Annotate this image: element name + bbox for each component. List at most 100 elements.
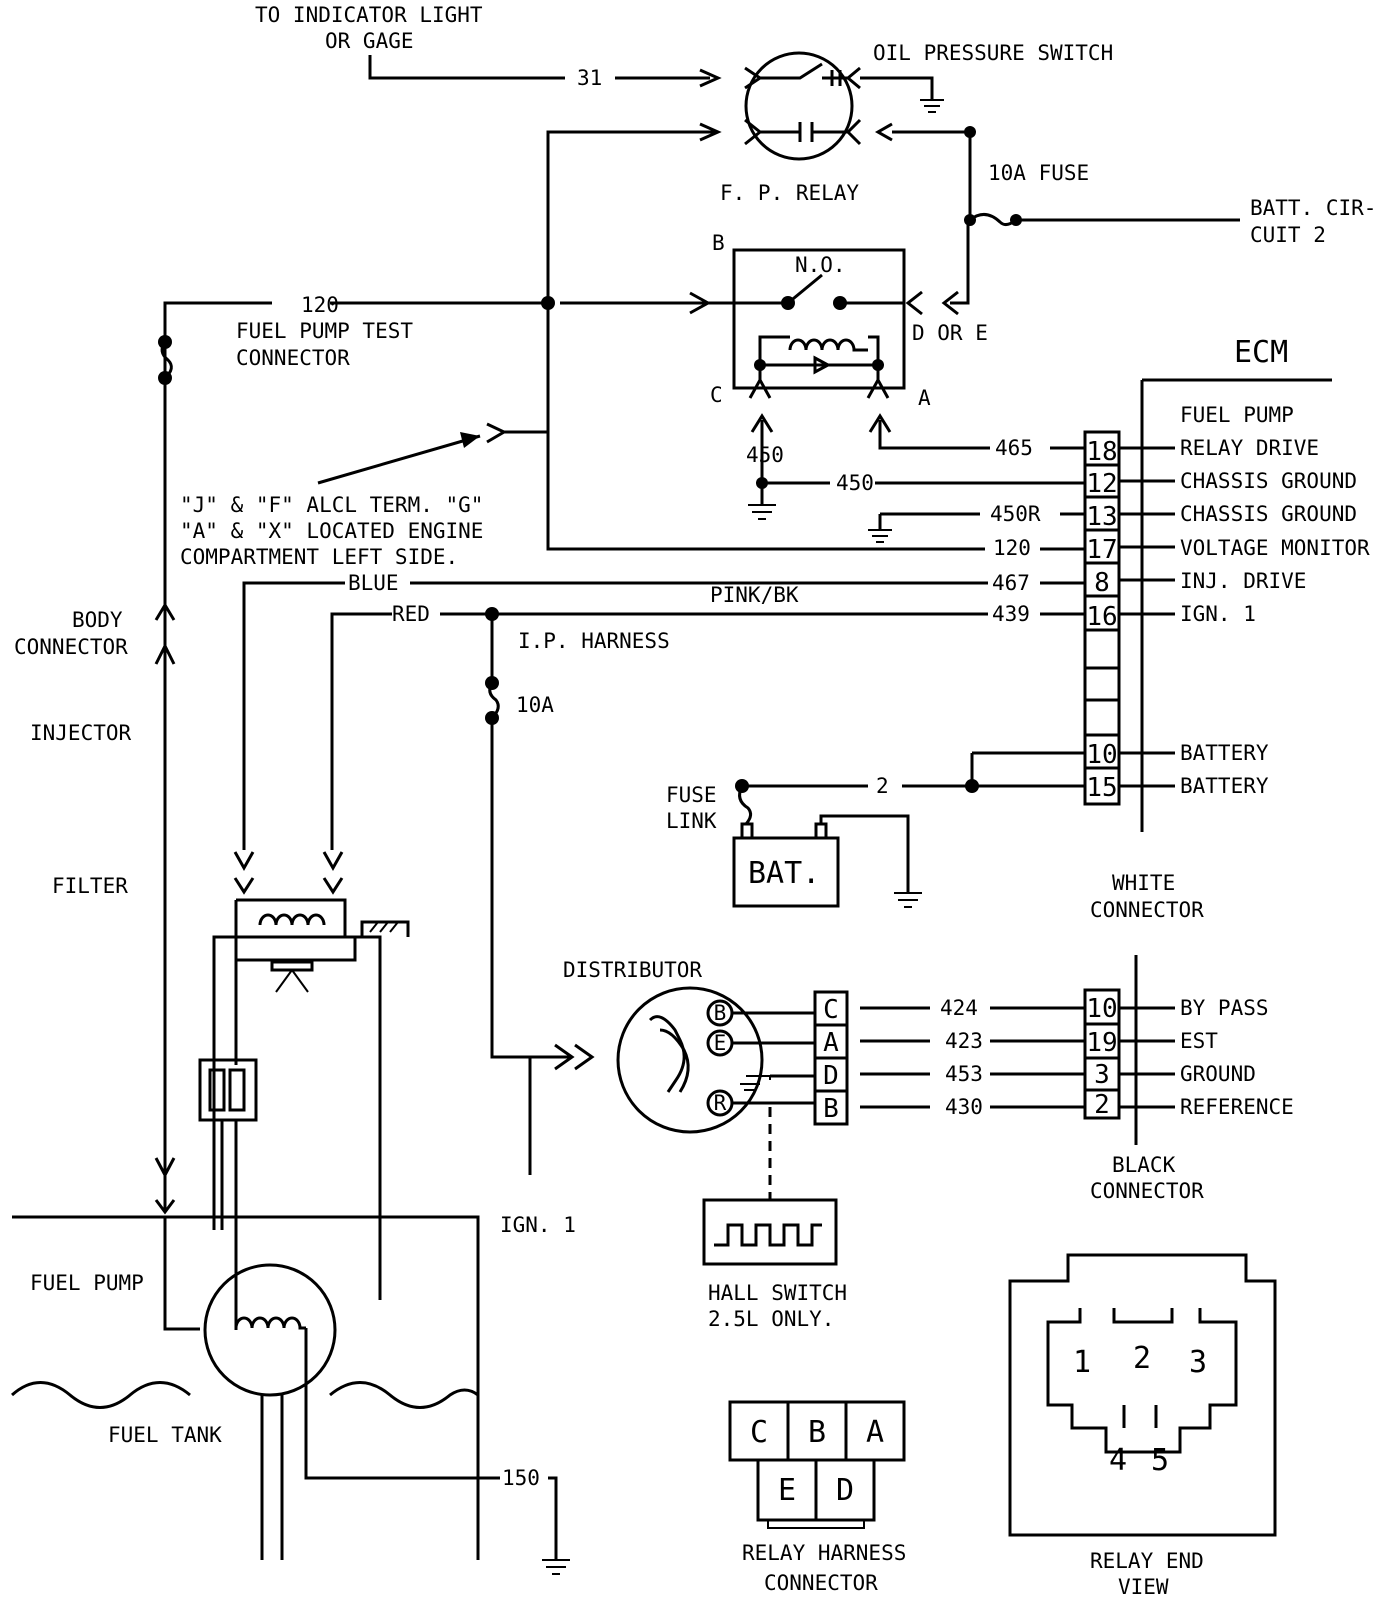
fuel-pump-test-connector-label-2: CONNECTOR xyxy=(236,346,350,370)
ecm-label: ECM xyxy=(1234,335,1288,370)
relay-end-pin-2: 2 xyxy=(1133,1341,1151,1376)
relay-harness-connector-label: RELAY HARNESS xyxy=(742,1541,906,1565)
relay-end-view: 1 2 3 4 5 xyxy=(1008,1253,1277,1537)
wire-2-label: 2 xyxy=(876,774,889,798)
ecm-func-chassis-ground-1: CHASSIS GROUND xyxy=(1180,469,1357,493)
hall-switch xyxy=(702,1198,838,1266)
dist-conn-c: C xyxy=(823,995,839,1025)
fp-relay-label: F. P. RELAY xyxy=(720,181,859,205)
hall-switch-label: HALL SWITCH xyxy=(708,1281,847,1305)
wire-150-label: 150 xyxy=(502,1466,540,1490)
battery-label: BAT. xyxy=(748,856,820,891)
relay-harness-connector-label-2: CONNECTOR xyxy=(764,1571,878,1595)
ecm-pin-13: 13 xyxy=(1086,502,1117,532)
black-connector-label: BLACK xyxy=(1112,1153,1176,1177)
alcl-note-line-3: COMPARTMENT LEFT SIDE. xyxy=(180,545,458,569)
ecm-black-pin-3: 3 xyxy=(1094,1060,1110,1090)
rhc-pin-b: B xyxy=(808,1415,826,1450)
ecm-pin-18: 18 xyxy=(1086,437,1117,467)
distributor-label: DISTRIBUTOR xyxy=(563,958,702,982)
fuel-pump-test-connector-label: FUEL PUMP TEST xyxy=(236,319,413,343)
ecm-func-fuel-pump: FUEL PUMP xyxy=(1180,403,1294,427)
pink-bk-label: PINK/BK xyxy=(710,583,799,607)
wire-120-top-label: 120 xyxy=(301,293,339,317)
filter-label: FILTER xyxy=(52,874,128,898)
wire-450r-label: 450R xyxy=(990,502,1041,526)
relay-end-pin-3: 3 xyxy=(1189,1345,1207,1380)
ecm-func-ground: GROUND xyxy=(1180,1062,1256,1086)
relay-end-view-label-2: VIEW xyxy=(1118,1575,1169,1598)
white-connector-label: WHITE xyxy=(1112,871,1175,895)
distributor: B E R xyxy=(616,986,815,1134)
dist-pin-e: E xyxy=(714,1031,727,1055)
ecm-black-pin-19: 19 xyxy=(1086,1028,1117,1058)
wire-31-label: 31 xyxy=(577,66,602,90)
10a-fuse-label: 10A FUSE xyxy=(988,161,1089,185)
indicator-label-2: OR GAGE xyxy=(325,29,414,53)
wire-424-label: 424 xyxy=(940,996,978,1020)
ecm-white-connector xyxy=(1083,430,1121,806)
relay-end-pin-5: 5 xyxy=(1151,1443,1169,1478)
relay-end-pin-1: 1 xyxy=(1073,1345,1091,1380)
alcl-note-line-1: "J" & "F" ALCL TERM. "G" xyxy=(180,493,483,517)
distributor-connector: C A D B xyxy=(813,990,849,1126)
fuel-pump xyxy=(203,1263,500,1560)
ip-harness-label: I.P. HARNESS xyxy=(518,629,670,653)
dist-conn-a: A xyxy=(823,1028,839,1058)
ecm-func-est: EST xyxy=(1180,1029,1218,1053)
ecm-pin-17: 17 xyxy=(1086,535,1117,565)
rhc-pin-c: C xyxy=(750,1415,768,1450)
battery: BAT. xyxy=(732,822,840,908)
ecm-func-inj-drive: INJ. DRIVE xyxy=(1180,569,1306,593)
oil-pressure-switch-label: OIL PRESSURE SWITCH xyxy=(873,41,1113,65)
injector-assembly xyxy=(198,851,410,1330)
fuse-link-label: FUSE xyxy=(666,783,717,807)
ecm-pin-10: 10 xyxy=(1086,740,1117,770)
hall-switch-label-2: 2.5L ONLY. xyxy=(708,1307,834,1331)
wire-450-label-b: 450 xyxy=(836,471,874,495)
relay-c-label: C xyxy=(710,383,723,407)
ecm-func-reference: REFERENCE xyxy=(1180,1095,1294,1119)
dist-conn-b: B xyxy=(823,1094,839,1124)
ecm-func-battery-2: BATTERY xyxy=(1180,774,1269,798)
fuel-tank-label: FUEL TANK xyxy=(108,1423,222,1447)
ecm-black-connector: 10 19 3 2 xyxy=(1083,988,1121,1120)
ecm-func-relay-drive: RELAY DRIVE xyxy=(1180,436,1319,460)
fuel-pump-label: FUEL PUMP xyxy=(30,1271,144,1295)
wire-467-label: 467 xyxy=(992,571,1030,595)
red-wire-label: RED xyxy=(392,602,430,626)
relay-end-view-label: RELAY END xyxy=(1090,1549,1204,1573)
fp-relay-box: B N.O. D OR E C A xyxy=(560,220,988,410)
ecm-pin-8: 8 xyxy=(1094,568,1110,598)
body-connector-label: BODY xyxy=(72,608,123,632)
ecm-black-pin-10: 10 xyxy=(1086,994,1117,1024)
ecm-func-battery-1: BATTERY xyxy=(1180,741,1269,765)
batt-circuit-label: BATT. CIR- xyxy=(1250,196,1376,220)
relay-b-label: B xyxy=(712,231,725,255)
batt-circuit-label-2: CUIT 2 xyxy=(1250,223,1326,247)
wire-450-label-a: 450 xyxy=(746,443,784,467)
rhc-pin-a: A xyxy=(866,1415,884,1450)
ecm-pin-16: 16 xyxy=(1086,602,1117,632)
wire-430-label: 430 xyxy=(945,1095,983,1119)
dist-conn-d: D xyxy=(823,1061,839,1091)
relay-a-label: A xyxy=(918,386,931,410)
ecm-pin-15: 15 xyxy=(1086,773,1117,803)
alcl-note-line-2: "A" & "X" LOCATED ENGINE xyxy=(180,519,483,543)
body-connector-label-2: CONNECTOR xyxy=(14,635,128,659)
ecm-func-voltage-monitor: VOLTAGE MONITOR xyxy=(1180,536,1370,560)
dist-pin-r: R xyxy=(714,1091,727,1115)
relay-d-or-e-label: D OR E xyxy=(912,321,988,345)
ecm-func-ign-1: IGN. 1 xyxy=(1180,602,1256,626)
relay-harness-connector: C B A E D xyxy=(728,1400,906,1529)
relay-no-label: N.O. xyxy=(795,253,846,277)
ign-1-label: IGN. 1 xyxy=(500,1213,576,1237)
injector-label: INJECTOR xyxy=(30,721,132,745)
wire-465-label: 465 xyxy=(995,436,1033,460)
white-connector-label-2: CONNECTOR xyxy=(1090,898,1204,922)
rhc-pin-e: E xyxy=(778,1473,796,1508)
dist-pin-b: B xyxy=(714,1001,727,1025)
wire-439-label: 439 xyxy=(992,602,1030,626)
wire-423-label: 423 xyxy=(945,1029,983,1053)
